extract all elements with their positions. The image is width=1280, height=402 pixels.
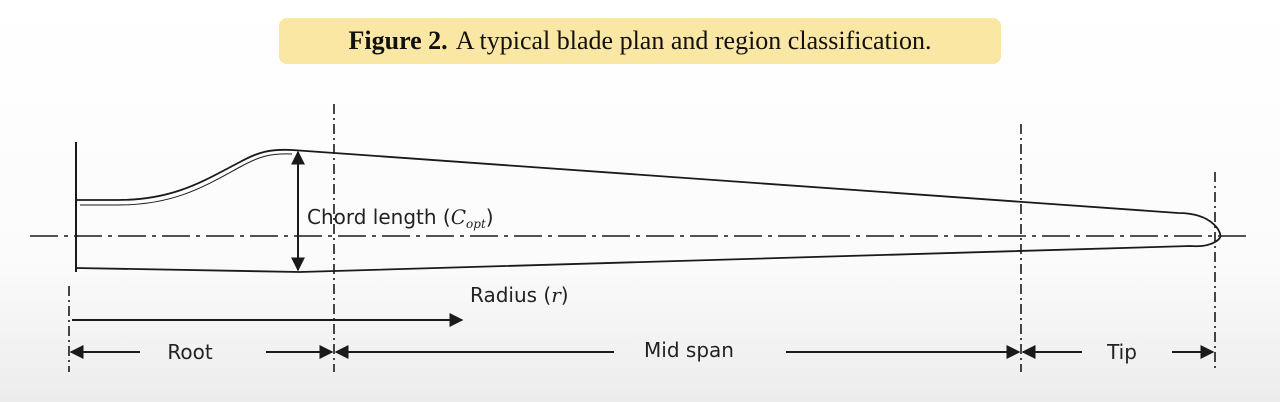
- figure-label: Figure 2.: [348, 26, 448, 55]
- figure-caption-text: A typical blade plan and region classifi…: [455, 26, 932, 55]
- tip-label: Tip: [1106, 340, 1137, 364]
- root-label: Root: [167, 340, 212, 364]
- blade-outline: [75, 142, 1222, 273]
- midspan-label: Mid span: [644, 338, 734, 362]
- radius-label: Radius (r): [470, 283, 569, 307]
- chord-length-label: Chord length (Copt): [307, 205, 494, 231]
- figure-caption: Figure 2. A typical blade plan and regio…: [279, 18, 1001, 64]
